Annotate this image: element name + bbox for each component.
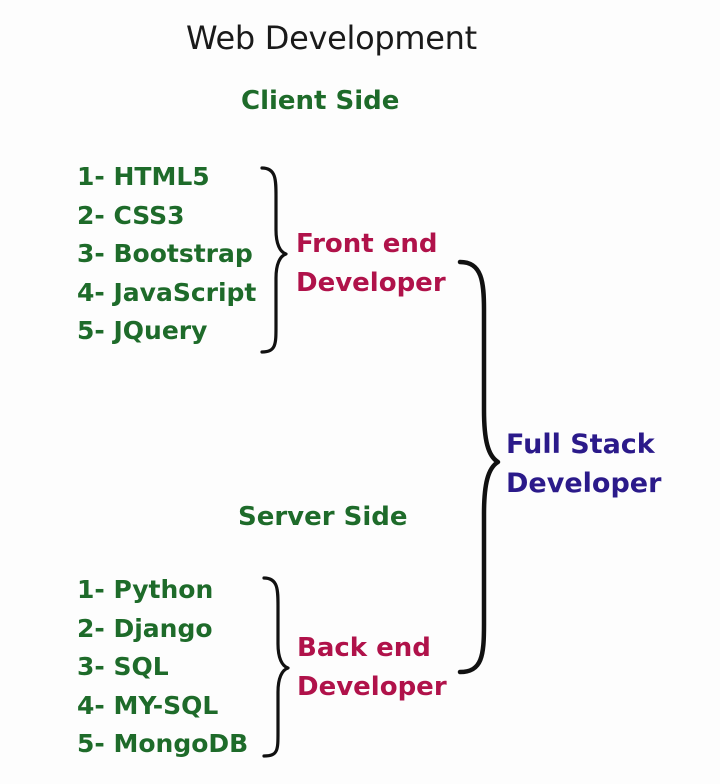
full-stack-developer-label: Full Stack Developer	[506, 425, 661, 503]
client-side-heading: Client Side	[241, 86, 400, 116]
full-stack-line1: Full Stack	[506, 429, 655, 460]
back-end-line1: Back end	[297, 633, 431, 663]
list-item: 1- Python	[77, 575, 214, 604]
list-item: 5- JQuery	[77, 316, 208, 345]
list-item: 3- SQL	[77, 652, 169, 681]
front-end-line1: Front end	[296, 229, 438, 259]
full-stack-brace-icon	[457, 259, 501, 675]
server-brace-icon	[262, 576, 290, 758]
list-item: 4- MY-SQL	[77, 690, 219, 720]
server-side-list: 1- Python 2- Django 3- SQL 4- MY-SQL 5- …	[77, 571, 248, 764]
front-end-line2: Developer	[296, 268, 446, 298]
server-side-heading: Server Side	[238, 502, 408, 532]
list-item: 4- JavaScript	[77, 277, 257, 307]
client-brace-icon	[260, 166, 288, 354]
list-item: 3- Bootstrap	[77, 239, 253, 268]
list-item: 5- MongoDB	[77, 729, 249, 758]
page-title: Web Development	[186, 19, 477, 57]
list-item: 1- HTML5	[77, 162, 210, 191]
list-item: 2- CSS3	[77, 200, 185, 230]
client-side-list: 1- HTML5 2- CSS3 3- Bootstrap 4- JavaScr…	[77, 158, 256, 351]
full-stack-line2: Developer	[506, 468, 662, 499]
list-item: 2- Django	[77, 613, 213, 643]
back-end-developer-label: Back end Developer	[297, 629, 447, 707]
front-end-developer-label: Front end Developer	[296, 225, 446, 303]
back-end-line2: Developer	[297, 672, 447, 702]
